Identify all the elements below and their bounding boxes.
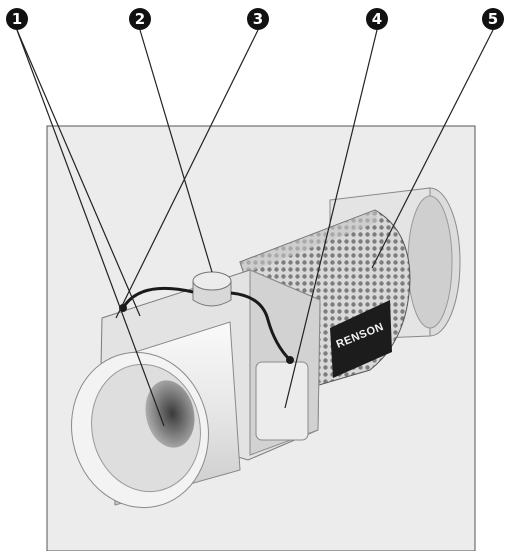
callout-5: 5 [482,8,504,30]
callout-2: 2 [129,8,151,30]
speed-controller [193,272,231,306]
callout-1: 1 [6,8,28,30]
callout-4: 4 [366,8,388,30]
cable-gland-right [286,356,294,364]
terminal-box [256,362,308,440]
callout-3: 3 [247,8,269,30]
